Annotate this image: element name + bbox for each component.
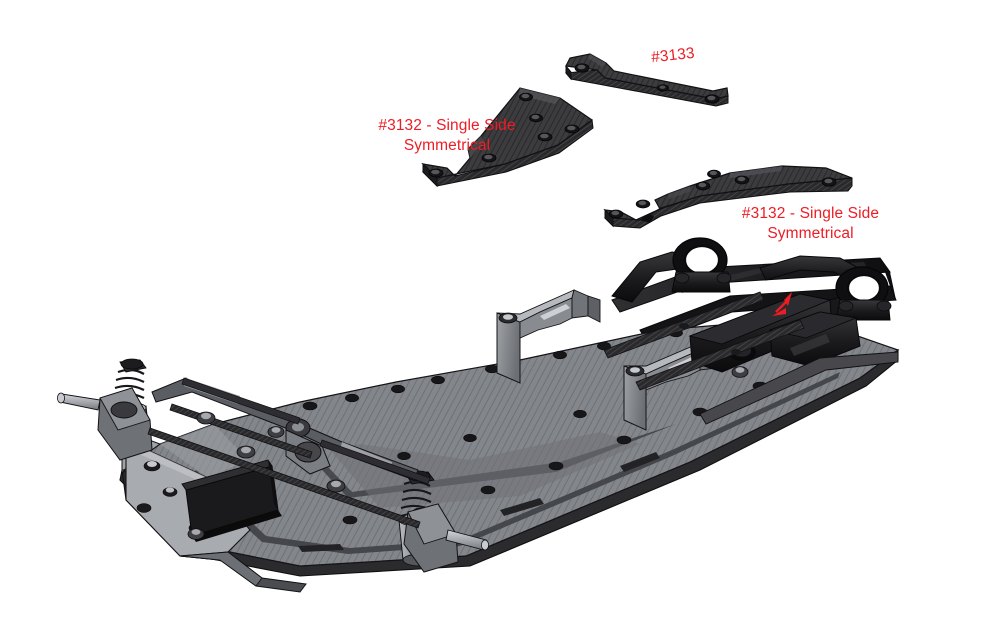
deck-hardware [187,366,749,540]
annotation-label-3132-left: #3132 - Single Side Symmetrical [378,117,516,154]
part-center-brace-bar [565,53,729,107]
rear-lower-deck-edge [699,351,899,425]
rear-carbon-rails [603,291,805,391]
part-rear-upper-deck-plate [603,165,853,229]
assembly-direction-arrow [772,292,792,316]
rear-shock-tower-left [671,237,732,293]
upper-link-rods [181,377,431,485]
part-front-upper-deck-plate [421,87,594,188]
rear-shock-tower-right [835,266,892,321]
center-battery-post-front [496,289,601,384]
annotation-label-3132-right: #3132 - Single Side Symmetrical [741,205,880,242]
front-left-hub-carrier [57,387,153,461]
